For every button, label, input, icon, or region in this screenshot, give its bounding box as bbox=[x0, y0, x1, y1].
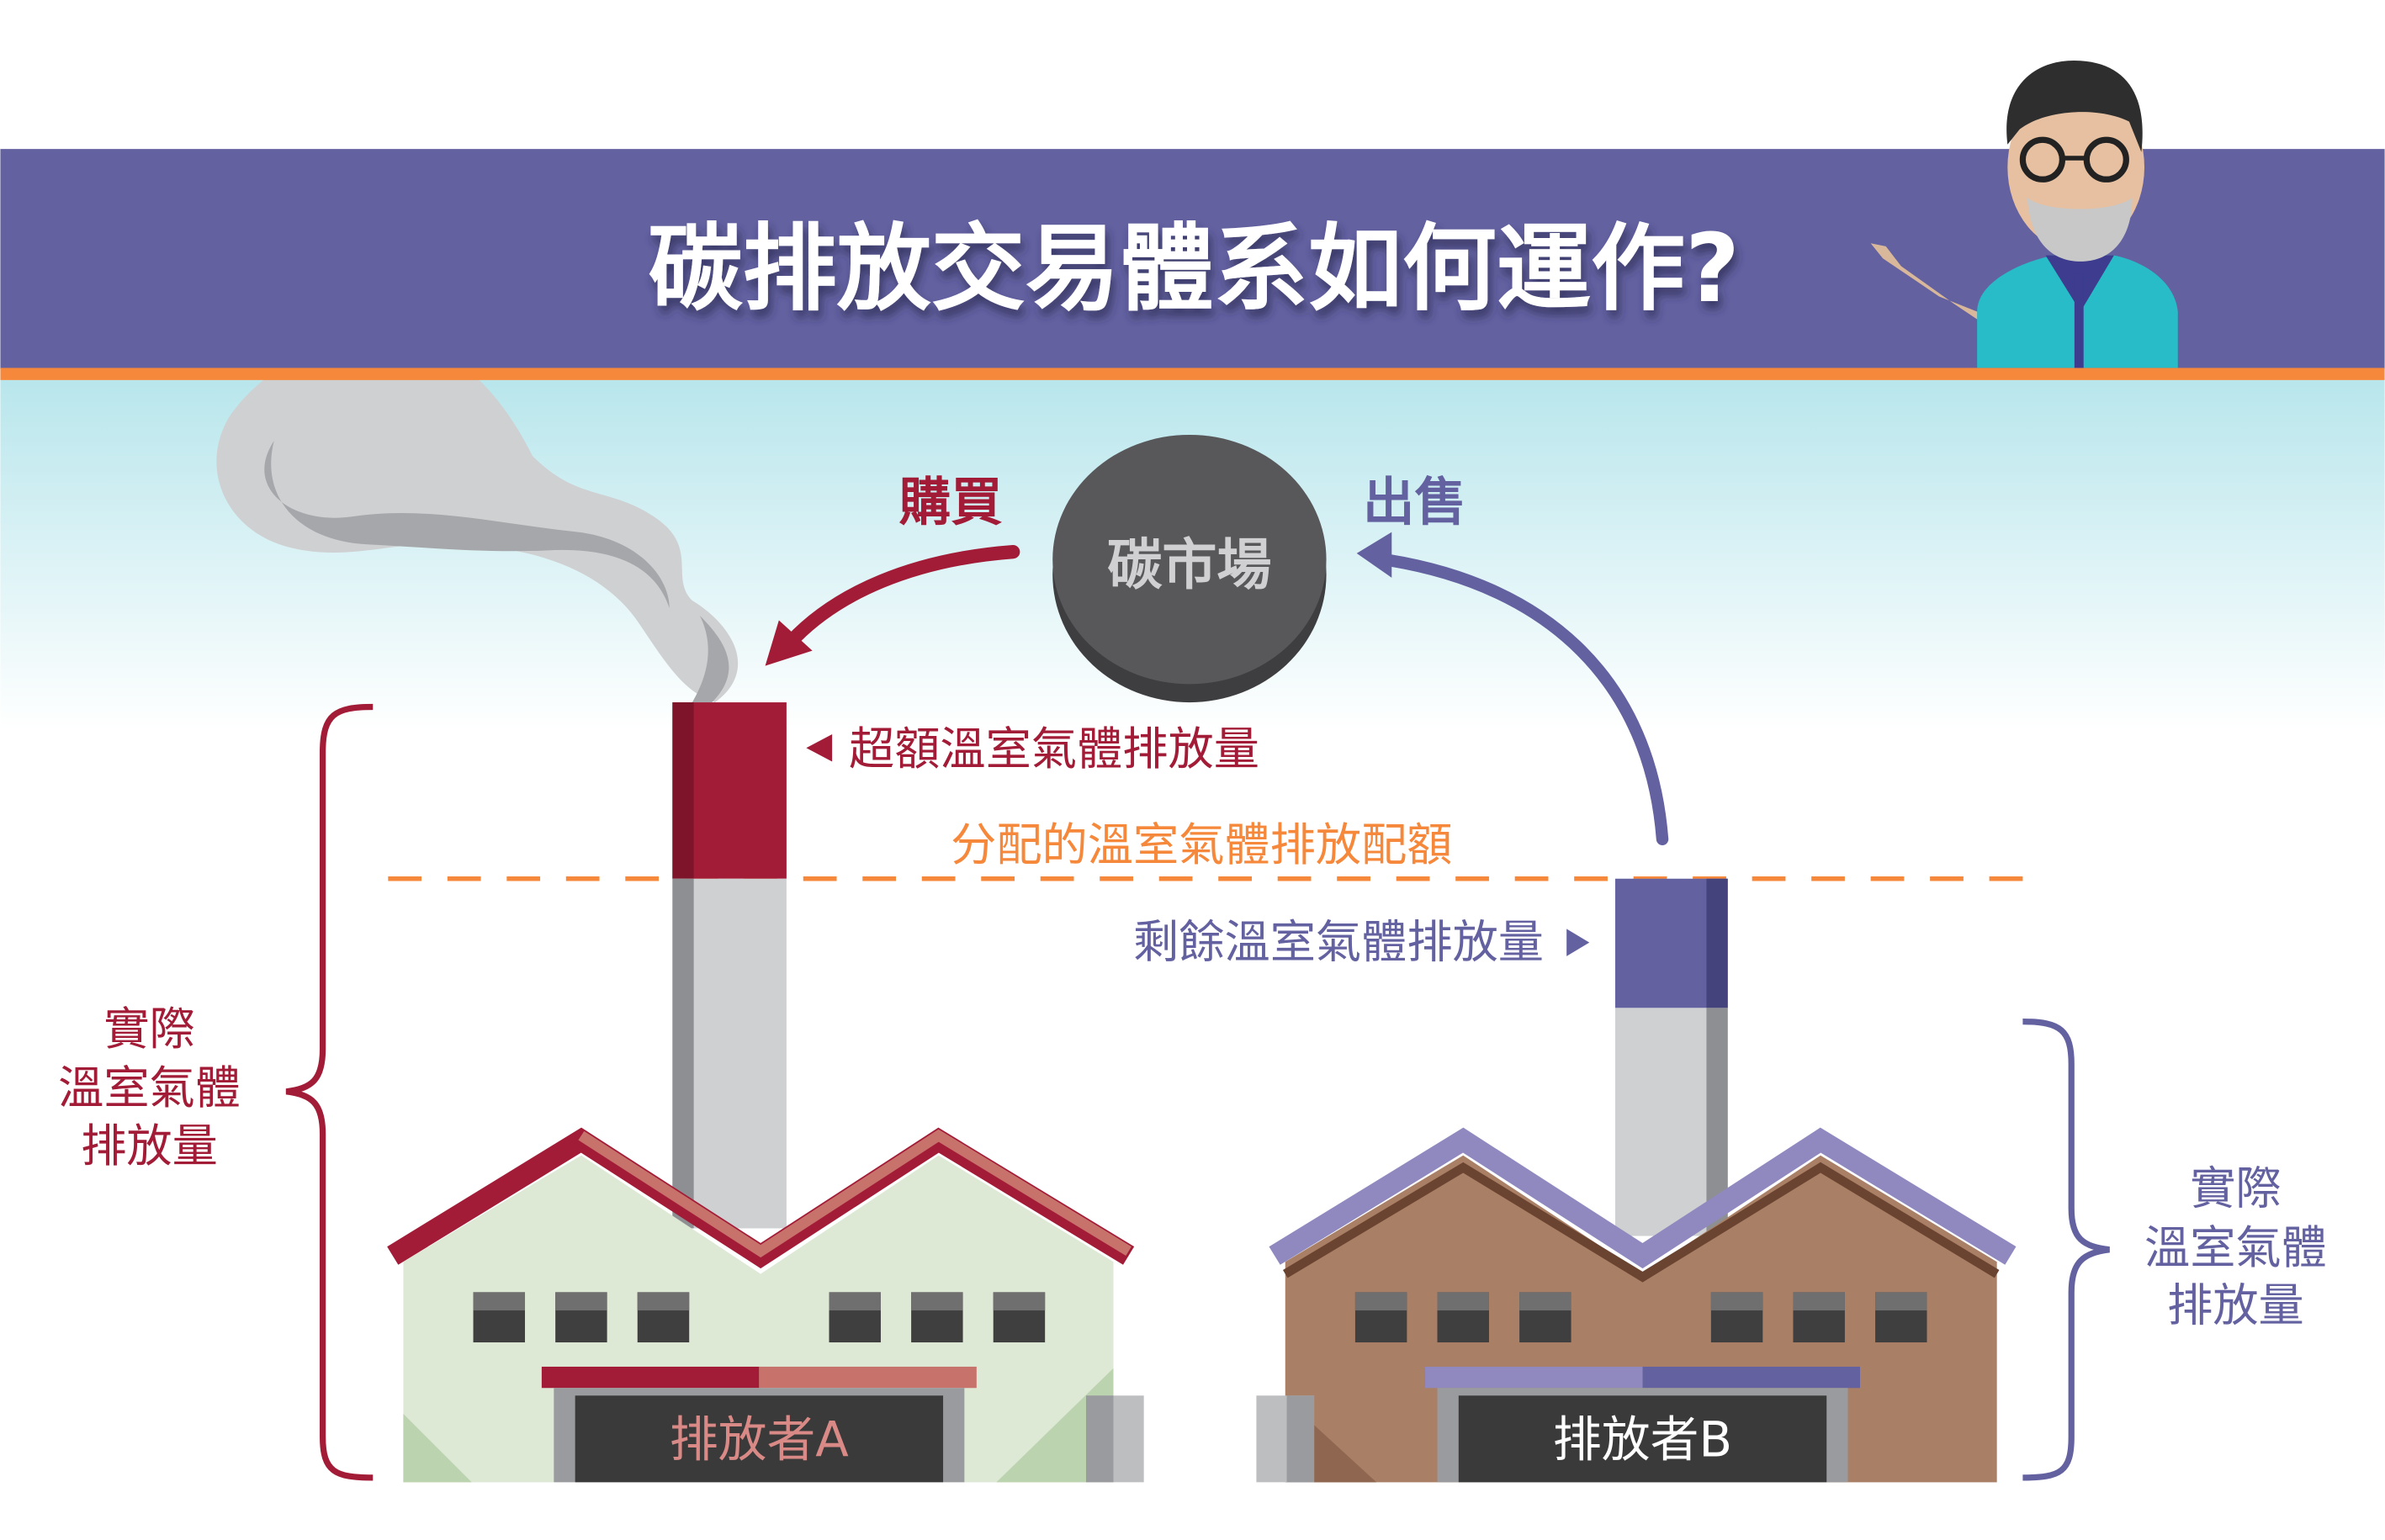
buy-label: 購買 bbox=[899, 473, 1003, 532]
label-line: 溫室氣體 bbox=[2144, 1221, 2327, 1274]
buy-arrow bbox=[765, 544, 1020, 666]
sell-label: 出售 bbox=[1363, 473, 1466, 532]
label-line: 排放量 bbox=[81, 1119, 218, 1172]
page-title: 碳排放交易體系如何運作? bbox=[649, 214, 1741, 324]
market-label: 碳市場 bbox=[1107, 534, 1271, 597]
actual-emission-brace-a bbox=[285, 703, 374, 1481]
label-line: 實際 bbox=[2190, 1162, 2281, 1215]
emitter-a-label: 排放者A bbox=[670, 1411, 849, 1469]
presenter-character bbox=[1870, 61, 2178, 368]
label-line: 實際 bbox=[103, 1003, 194, 1056]
surplus-emission-label: 剩餘溫室氣體排放量 bbox=[1133, 916, 1544, 969]
sell-arrow bbox=[1356, 532, 1669, 845]
surplus-pointer-icon bbox=[1566, 929, 1590, 956]
excess-pointer-icon bbox=[806, 734, 833, 762]
carbon-market: 碳市場 bbox=[1052, 434, 1327, 703]
factory-b bbox=[1256, 1127, 2017, 1483]
label-line: 排放量 bbox=[2167, 1279, 2304, 1332]
factory-a bbox=[387, 1127, 1144, 1483]
allowance-label: 分配的溫室氣體排放配額 bbox=[951, 818, 1452, 871]
emitter-b-label: 排放者B bbox=[1553, 1411, 1732, 1469]
chimney-b bbox=[1614, 878, 1728, 1236]
actual-emission-brace-b bbox=[2022, 1019, 2110, 1481]
actual-emission-label-b: 實際 溫室氣體 排放量 bbox=[2144, 1162, 2327, 1332]
label-line: 溫室氣體 bbox=[58, 1061, 241, 1114]
smoke-cloud bbox=[216, 337, 739, 703]
excess-emission-label: 超額溫室氣體排放量 bbox=[849, 722, 1259, 775]
chimney-a bbox=[672, 702, 787, 1229]
actual-emission-label-a: 實際 溫室氣體 排放量 bbox=[58, 1003, 241, 1172]
banner-stripe bbox=[0, 368, 2385, 380]
